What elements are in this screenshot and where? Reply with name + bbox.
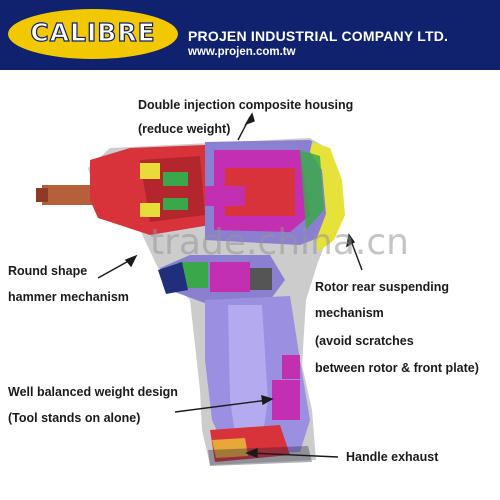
watermark-text: trade.china.cn [150,222,409,263]
calibre-logo [8,9,178,59]
arrow-balance-head [261,395,274,406]
header-banner: CALIBRE PROJEN INDUSTRIAL COMPANY LTD. w… [0,0,500,70]
exhaust-label: Handle exhaust [346,450,439,464]
arrow-exhaust [249,452,339,458]
logo-text: CALIBRE [30,17,156,47]
rotor-label-line2: mechanism [315,306,384,320]
rotor-label-line4: between rotor & front plate) [315,361,479,375]
company-website: www.projen.com.tw [188,46,296,58]
housing-label-line2: (reduce weight) [138,122,231,136]
rotor-label-line1: Rotor rear suspending [315,280,450,294]
hammer-label-line1: Round shape [8,264,88,278]
wrench-body-illustration [36,138,345,466]
balance-label-line1: Well balanced weight design [8,385,178,399]
housing-label-line1: Double injection composite housing [138,98,354,112]
company-name: PROJEN INDUSTRIAL COMPANY LTD. [188,28,449,44]
rotor-label-line3: (avoid scratches [315,334,414,348]
callout-arrows [97,112,363,459]
arrow-balance [174,399,269,413]
balance-label-line2: (Tool stands on alone) [8,411,141,425]
arrow-hammer-head [124,254,138,268]
arrow-housing-head [244,112,255,126]
arrow-exhaust-head [245,447,258,459]
arrow-rotor-head [346,233,356,248]
hammer-label-line2: hammer mechanism [8,290,129,304]
